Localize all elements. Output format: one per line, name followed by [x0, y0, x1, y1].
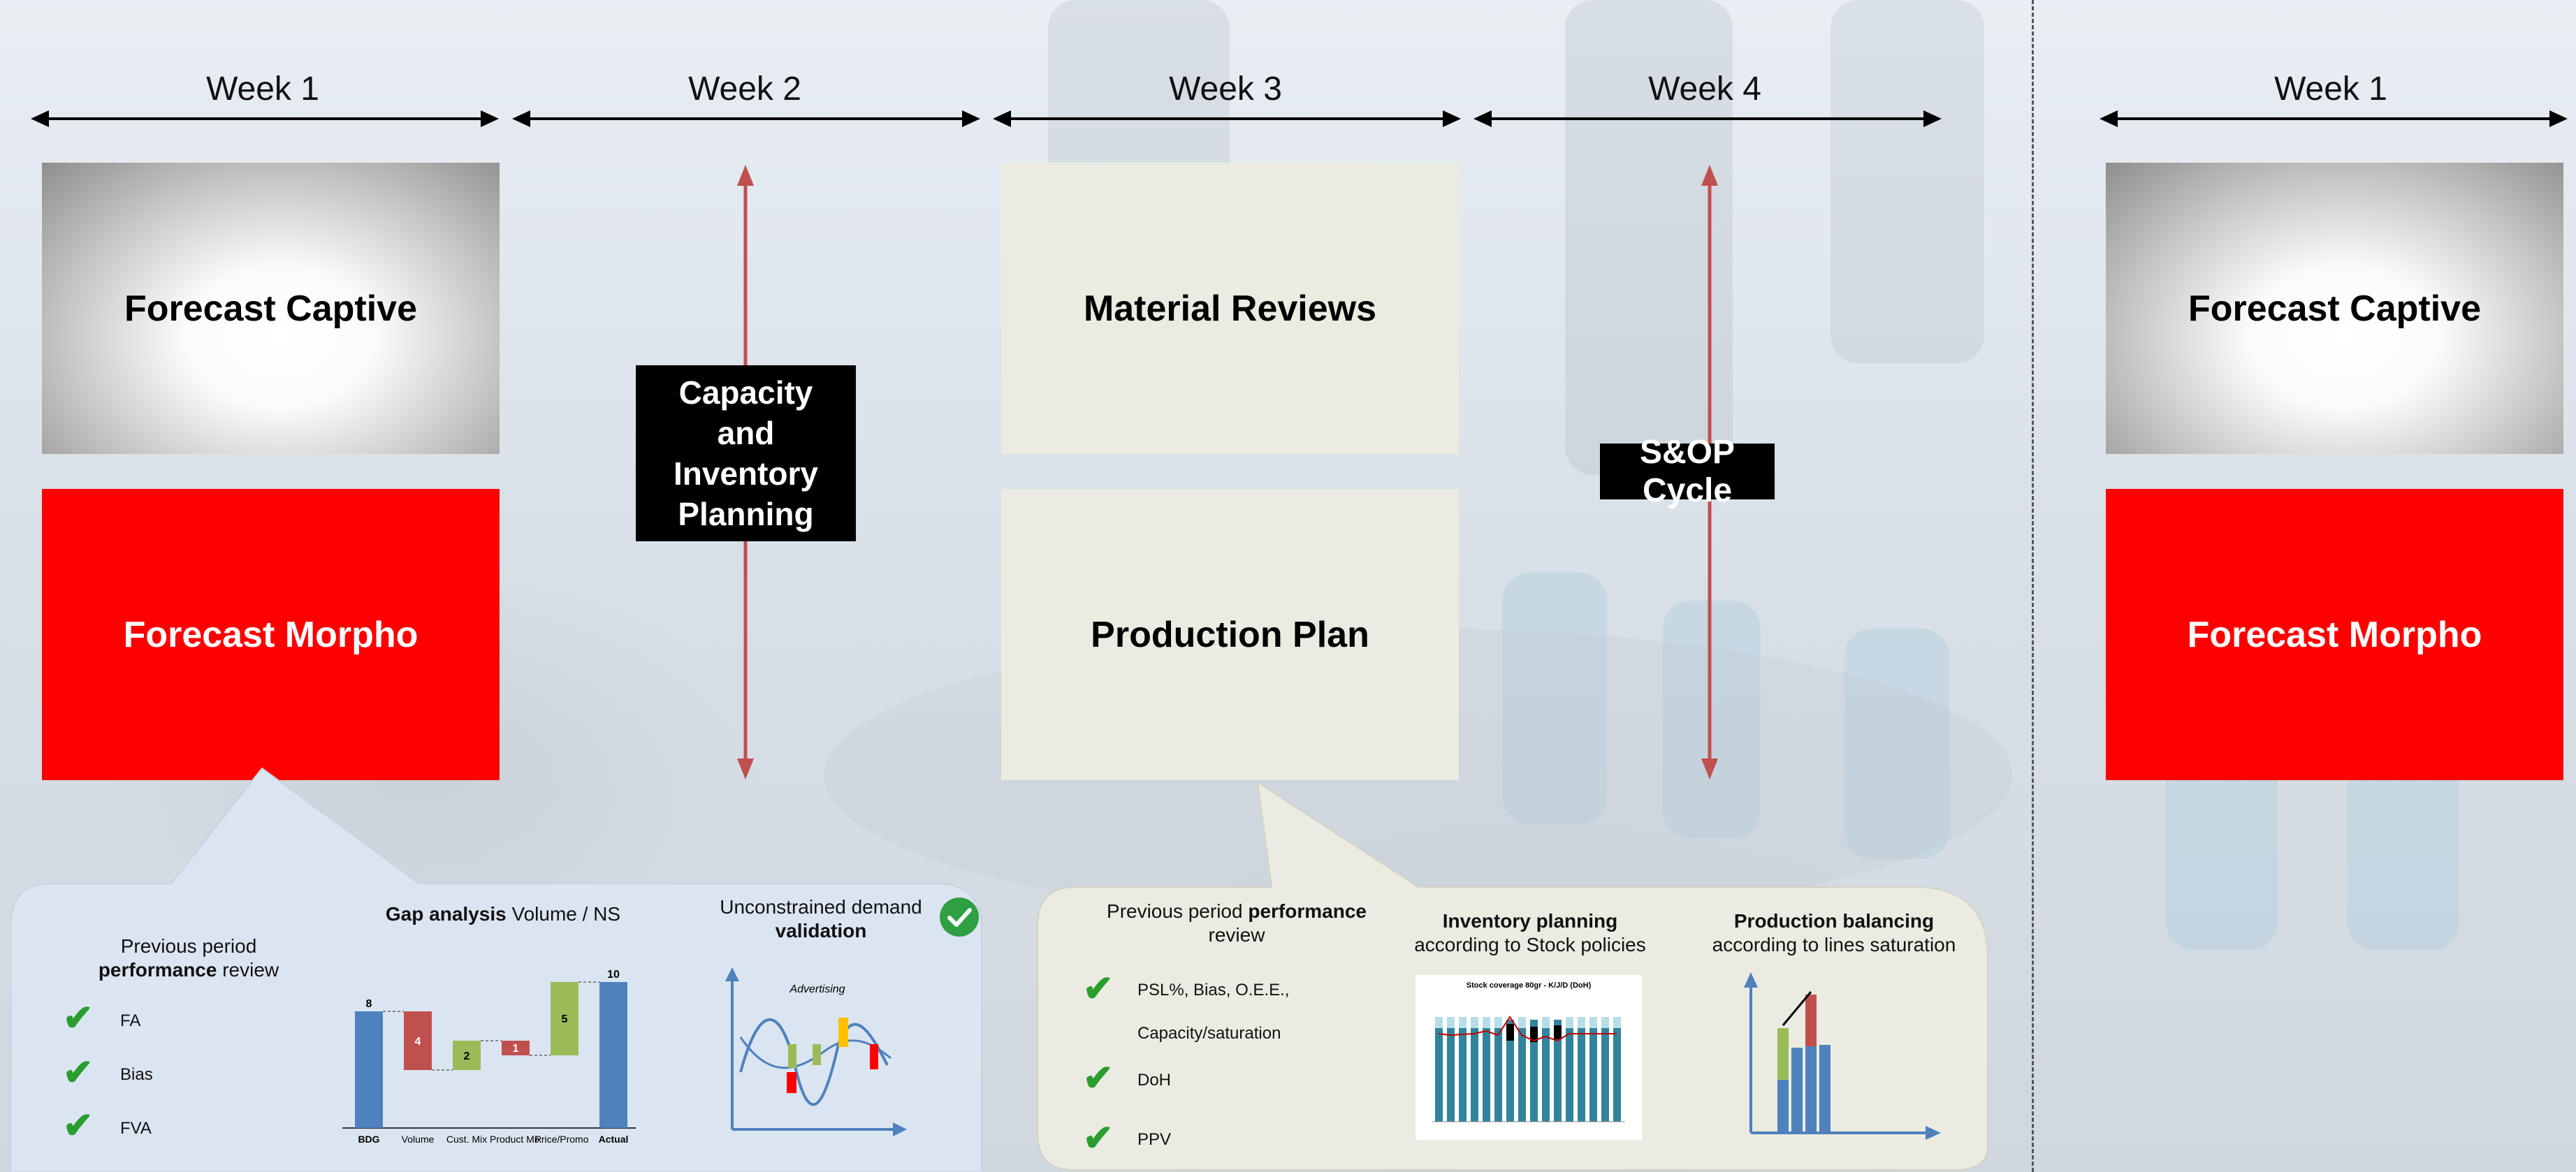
waterfall-bar-cust-mix: [453, 1041, 481, 1070]
gap-analysis-bold: Gap analysis: [385, 903, 507, 925]
capacity-line-4: Planning: [678, 496, 814, 532]
check-icon: ✔: [1083, 969, 1114, 1009]
inventory-planning-sub: according to Stock policies: [1414, 933, 1646, 955]
left-check-item-fa: FA: [120, 1011, 141, 1030]
right-review-heading: Previous period performance review: [1090, 900, 1383, 946]
right-check-item-psl: PSL%, Bias, O.E.E.,: [1137, 981, 1290, 999]
stock-chart-title: Stock coverage 80gr - K/J/D (DoH): [1467, 981, 1592, 990]
waterfall-value-bdg: 8: [366, 998, 372, 1010]
check-icon: ✔: [1083, 1058, 1114, 1099]
capacity-inventory-planning-label: Capacity and Inventory Planning: [636, 365, 856, 541]
inventory-planning-heading: Inventory planning according to Stock po…: [1404, 909, 1656, 956]
advertising-demand-chart: Advertising: [725, 967, 907, 1136]
check-icon: ✔: [63, 1106, 94, 1146]
left-check-item-bias: Bias: [120, 1065, 153, 1084]
gap-analysis-rest: Volume / NS: [506, 903, 621, 925]
left-review-suffix: review: [217, 958, 279, 981]
check-icon: ✔: [63, 1053, 94, 1093]
week-3-arrow: [993, 110, 1461, 127]
week-4-arrow: [1473, 110, 1942, 127]
stock-chart-line: [1438, 1016, 1617, 1042]
bg-machine-column: [1831, 0, 1984, 363]
week-1-arrow: [31, 110, 499, 127]
production-balancing-chart: [1744, 972, 1941, 1140]
left-callout-panel: [10, 767, 982, 1172]
advertising-label: Advertising: [789, 983, 845, 995]
week-4-label: Week 4: [1648, 71, 1761, 108]
left-check-item-fva: FVA: [120, 1119, 152, 1138]
demand-validation-heading: Unconstrained demand validation: [706, 895, 936, 942]
sop-cycle-label: S&OP Cycle: [1600, 434, 1775, 509]
capacity-line-1: Capacity: [678, 374, 813, 411]
left-review-bold: performance: [98, 958, 217, 981]
waterfall-bar-actual: [599, 982, 627, 1128]
waterfall-value-cust-mix: 2: [464, 1050, 470, 1062]
forecast-morpho-next-box: Forecast Morpho: [2106, 489, 2563, 780]
forecast-captive-box: Forecast Captive: [42, 163, 500, 454]
right-review-suffix: review: [1208, 923, 1265, 946]
right-review-prefix: Previous period: [1107, 900, 1243, 922]
stock-chart-bars: [1435, 1017, 1621, 1122]
right-check-item-ppv: PPV: [1137, 1130, 1172, 1149]
week-2-label: Week 2: [688, 71, 801, 108]
check-icon: ✔: [1083, 1118, 1114, 1159]
production-plan-box: Production Plan: [1001, 489, 1459, 780]
right-check-item-doh: DoH: [1137, 1071, 1172, 1090]
waterfall-connectors: [383, 981, 599, 1071]
demand-line-1: Unconstrained demand: [720, 896, 922, 918]
bg-vial: [1663, 601, 1761, 838]
left-review-prefix: Previous period: [120, 935, 257, 957]
gap-analysis-heading: Gap analysis Volume / NS: [363, 902, 643, 926]
inventory-planning-title: Inventory planning: [1442, 910, 1618, 932]
production-balancing-title: Production balancing: [1733, 910, 1935, 932]
waterfall-value-volume: 4: [415, 1036, 421, 1048]
validated-check-circle-icon: [940, 898, 979, 937]
check-icon: ✔: [63, 998, 94, 1039]
forecast-morpho-box: Forecast Morpho: [42, 489, 500, 780]
material-reviews-box: Material Reviews: [1001, 163, 1459, 454]
waterfall-label-cust-mix: Cust. Mix: [446, 1134, 487, 1145]
stock-coverage-chart: Stock coverage 80gr - K/J/D (DoH): [1416, 975, 1642, 1140]
waterfall-label-actual: Actual: [599, 1134, 629, 1145]
waterfall-value-product-mix: 1: [513, 1043, 519, 1055]
bg-vial: [1844, 629, 1949, 859]
week-1-next-arrow: [2100, 110, 2568, 127]
waterfall-label-price-promo: Price/Promo: [534, 1134, 588, 1145]
capacity-line-3: Inventory: [673, 455, 819, 492]
right-review-bold: performance: [1248, 900, 1367, 922]
waterfall-value-price-promo: 5: [562, 1013, 568, 1025]
bg-machine-column: [1565, 0, 1733, 475]
waterfall-label-product-mix: Product Mix: [490, 1134, 541, 1145]
production-balancing-sub: according to lines saturation: [1712, 933, 1956, 955]
right-item-capacity: Capacity/saturation: [1137, 1024, 1281, 1043]
week-1-label: Week 1: [206, 71, 319, 108]
forecast-captive-next-box: Forecast Captive: [2106, 163, 2563, 454]
capacity-line-2: and: [717, 415, 775, 451]
waterfall-bar-price-promo: [551, 982, 578, 1055]
left-review-heading: Previous period performance review: [70, 935, 307, 981]
waterfall-value-actual: 10: [607, 969, 620, 981]
demand-line-2: validation: [775, 919, 867, 942]
week-2-arrow: [512, 110, 980, 127]
week-1-next-label: Week 1: [2274, 71, 2387, 108]
bg-vial: [1502, 573, 1607, 824]
gap-waterfall-chart: 8 4 2 1 5 10 BDG Volume Cust. Mix Produc…: [342, 969, 636, 1145]
waterfall-bar-volume: [404, 1011, 432, 1070]
week-3-label: Week 3: [1169, 71, 1282, 108]
waterfall-label-volume: Volume: [402, 1134, 435, 1145]
production-balancing-heading: Production balancing according to lines …: [1705, 909, 1963, 956]
waterfall-label-bdg: BDG: [358, 1134, 379, 1145]
waterfall-bar-product-mix: [502, 1041, 530, 1055]
cycle-separator-line: [2032, 0, 2034, 1172]
waterfall-bar-bdg: [355, 1011, 383, 1128]
